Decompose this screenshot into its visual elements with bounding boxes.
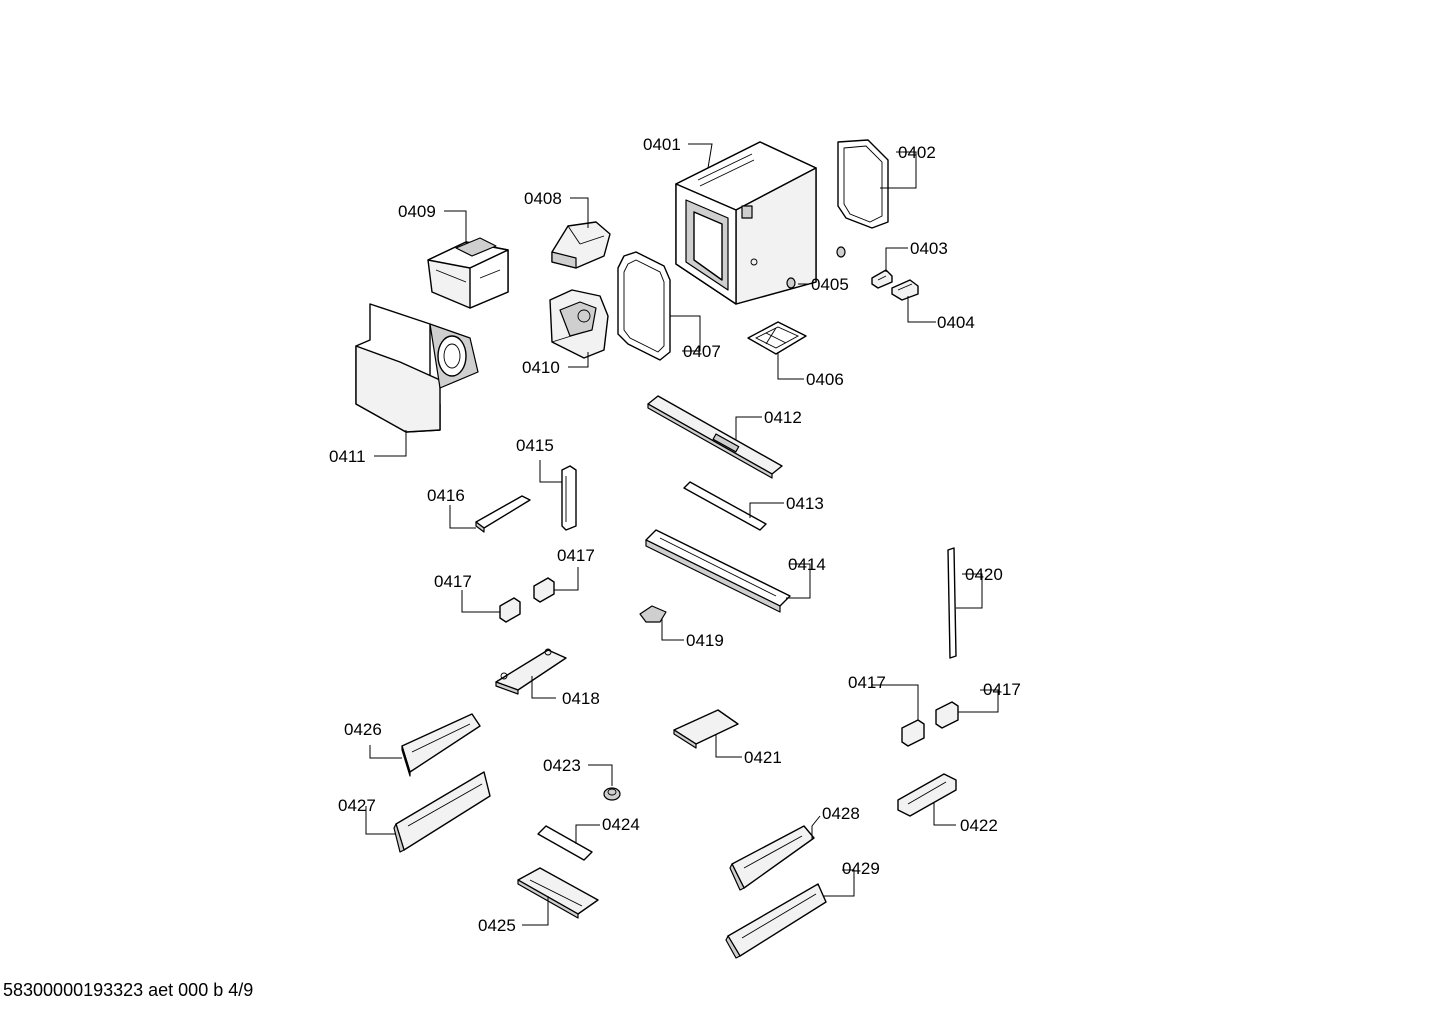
part-0421-plate[interactable]: [673, 709, 739, 749]
label-0404: 0404: [937, 313, 975, 332]
label-0416: 0416: [427, 486, 465, 505]
label-0421: 0421: [744, 748, 782, 767]
label-0415: 0415: [516, 436, 554, 455]
leader-lines: [365, 143, 999, 926]
part-0429-bracket[interactable]: [725, 883, 827, 959]
label-0409: 0409: [398, 202, 436, 221]
label-0417-c: 0417: [848, 673, 886, 692]
part-0417-pad-b[interactable]: [533, 577, 555, 603]
part-0403-bracket[interactable]: [871, 269, 893, 289]
part-0413-strip[interactable]: [683, 481, 767, 531]
part-0414-channel[interactable]: [645, 529, 791, 613]
label-0408: 0408: [524, 189, 562, 208]
document-code: 58300000193323 aet 000 b 4/9: [3, 980, 254, 1000]
part-0428-bracket[interactable]: [729, 825, 815, 891]
label-0403: 0403: [910, 239, 948, 258]
part-0417-pad-d[interactable]: [935, 701, 959, 729]
part-0420-rail[interactable]: [947, 547, 957, 659]
part-0409-ice-maker[interactable]: [427, 237, 509, 309]
part-0424-strip[interactable]: [537, 825, 593, 861]
label-0418: 0418: [562, 689, 600, 708]
part-0419-clip[interactable]: [639, 605, 667, 623]
part-0423-knob[interactable]: [603, 787, 621, 801]
label-0402: 0402: [898, 143, 936, 162]
label-0413: 0413: [786, 494, 824, 513]
label-0424: 0424: [602, 815, 640, 834]
label-0426: 0426: [344, 720, 382, 739]
part-0408-cover[interactable]: [551, 221, 611, 269]
part-0417-pad-a[interactable]: [499, 597, 521, 623]
part-0406-grid[interactable]: [747, 321, 807, 355]
part-0426-bracket[interactable]: [401, 713, 481, 777]
part-0411-dispenser[interactable]: [355, 303, 479, 433]
label-0401: 0401: [643, 135, 681, 154]
part-0402-gasket[interactable]: [837, 139, 889, 229]
label-0405: 0405: [811, 275, 849, 294]
label-0406: 0406: [806, 370, 844, 389]
label-0412: 0412: [764, 408, 802, 427]
part-0425-tray[interactable]: [517, 867, 599, 919]
part-0401-housing[interactable]: [675, 141, 817, 305]
part-0412-rail[interactable]: [647, 395, 783, 479]
label-0425: 0425: [478, 916, 516, 935]
part-0416-bar[interactable]: [475, 495, 531, 533]
label-0417-b: 0417: [557, 546, 595, 565]
label-0420: 0420: [965, 565, 1003, 584]
label-0407: 0407: [683, 342, 721, 361]
label-0417-a: 0417: [434, 572, 472, 591]
part-0418-bracket[interactable]: [495, 648, 567, 695]
part-0407-seal[interactable]: [617, 251, 671, 361]
part-0422-bracket[interactable]: [897, 773, 957, 817]
label-0417-d: 0417: [983, 680, 1021, 699]
label-0428: 0428: [822, 804, 860, 823]
part-0417-pad-c[interactable]: [901, 719, 925, 747]
label-0411: 0411: [329, 447, 366, 466]
label-0429: 0429: [842, 859, 880, 878]
label-0410: 0410: [522, 358, 560, 377]
part-0427-bracket[interactable]: [393, 771, 491, 853]
label-0422: 0422: [960, 816, 998, 835]
part-0404-clip[interactable]: [891, 279, 919, 301]
label-0414: 0414: [788, 555, 826, 574]
part-labels: 0401 0402 0403 0404 0405 0406 0407 0408 …: [329, 135, 1021, 935]
label-0427: 0427: [338, 796, 376, 815]
part-0405-screws[interactable]: [786, 246, 846, 289]
part-0410-motor[interactable]: [549, 289, 609, 359]
label-0423: 0423: [543, 756, 581, 775]
part-0415-rail[interactable]: [561, 465, 577, 531]
label-0419: 0419: [686, 631, 724, 650]
